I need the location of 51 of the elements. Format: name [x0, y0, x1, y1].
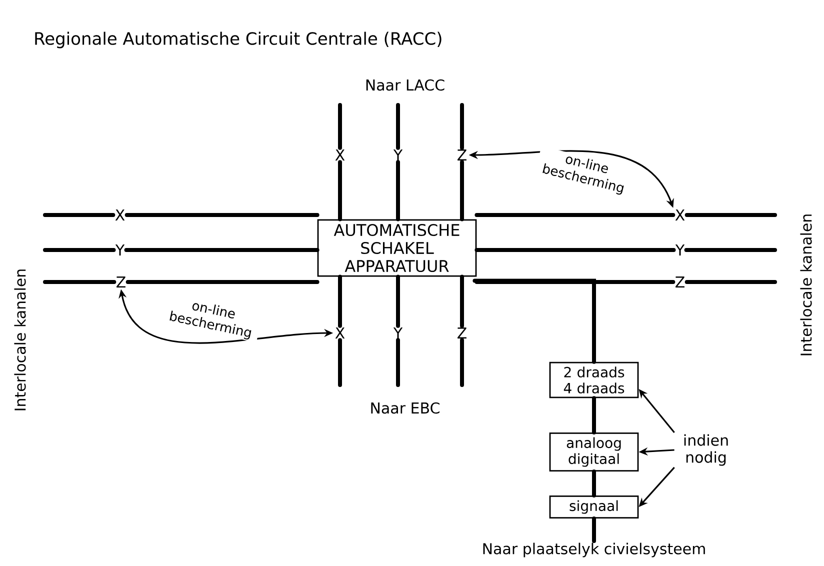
channel-line	[684, 280, 777, 284]
channel-line	[460, 274, 464, 328]
channel-letter: X	[335, 150, 345, 160]
channel-line	[43, 248, 116, 252]
channel-line	[124, 213, 320, 217]
channel-letter: Y	[393, 150, 403, 160]
channel-line	[592, 469, 596, 498]
channel-letter: Y	[675, 244, 685, 256]
channel-line	[126, 280, 320, 284]
channel-line	[474, 248, 676, 252]
destination-text: Naar plaatselyk civielsysteem	[483, 542, 705, 558]
channel-letter: Y	[393, 328, 403, 338]
channel-line	[460, 103, 464, 150]
channel-line	[396, 160, 400, 222]
destination-text: Naar LACC	[366, 79, 444, 91]
process-box: 2 draads 4 draads	[549, 362, 639, 398]
channel-letter: X	[115, 210, 125, 220]
channel-line	[124, 248, 320, 252]
process-box: analoog digitaal	[549, 432, 639, 472]
channel-letter: Z	[458, 150, 466, 160]
channel-line	[338, 103, 342, 150]
channel-line	[338, 338, 342, 387]
channel-letter: Y	[115, 244, 125, 256]
destination-text: Naar EBC	[371, 402, 440, 414]
channel-line	[592, 396, 596, 435]
channel-line	[460, 338, 464, 387]
channel-line	[43, 280, 116, 284]
channel-line	[474, 280, 676, 284]
channel-letter: X	[675, 210, 685, 220]
side-label: Interlocale kanalen	[14, 270, 26, 410]
channel-line	[474, 213, 676, 217]
title: Regionale Automatische Circuit Centrale (RACC)	[35, 32, 442, 48]
channel-line	[396, 274, 400, 328]
channel-line	[396, 103, 400, 150]
channel-line	[684, 248, 777, 252]
channel-line	[338, 274, 342, 328]
channel-line	[460, 160, 464, 222]
channel-letter: Z	[458, 328, 466, 338]
side-label: Interlocale kanalen	[800, 214, 812, 356]
channel-line	[338, 160, 342, 222]
channel-letter: Z	[676, 276, 684, 288]
channel-letter: Z	[116, 276, 126, 288]
channel-line	[592, 516, 596, 544]
process-box: AUTOMATISCHE SCHAKEL APPARATUUR	[317, 219, 477, 277]
process-box: signaal	[549, 496, 639, 518]
channel-letter: X	[335, 328, 345, 338]
channel-line	[43, 213, 116, 217]
channel-line	[684, 213, 777, 217]
channel-line	[396, 338, 400, 387]
channel-line	[472, 278, 596, 364]
note-text: indien nodig	[684, 434, 728, 466]
